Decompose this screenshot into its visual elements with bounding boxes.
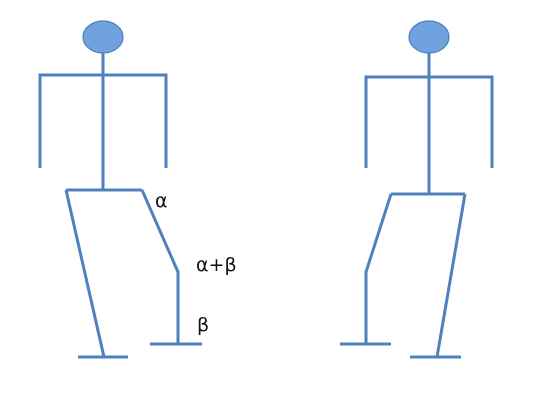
right-figure-straight-leg (435, 193, 467, 358)
left-figure-bent-leg (140, 189, 180, 344)
alpha-label: α (155, 190, 168, 212)
left-figure-straight-leg (64, 189, 106, 358)
beta-label: β (197, 314, 209, 336)
right-figure-head (408, 20, 450, 54)
left-figure-arms (38, 73, 168, 168)
right-figure (340, 20, 494, 359)
left-figure: α α+β β (38, 20, 237, 359)
left-figure-head (82, 20, 124, 54)
right-figure-arms (364, 75, 494, 168)
right-figure-bent-leg (364, 193, 393, 344)
alpha-plus-beta-label: α+β (196, 254, 237, 276)
